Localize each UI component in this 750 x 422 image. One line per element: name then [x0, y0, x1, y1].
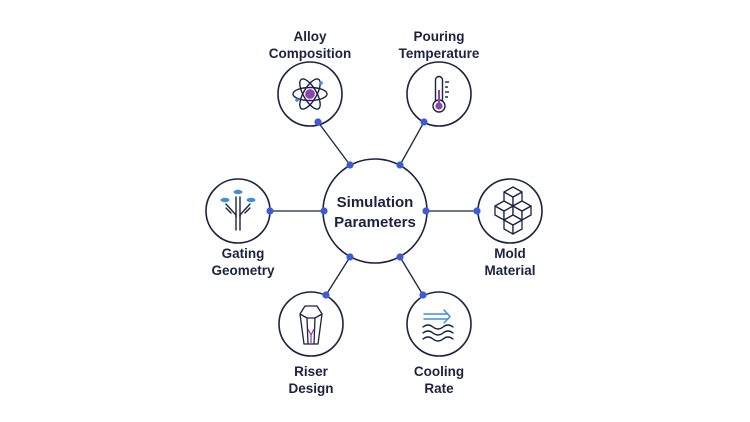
node-label-mold-material: Mold Material — [445, 245, 575, 279]
riser-icon — [299, 305, 323, 345]
node-label-line1: Riser — [294, 364, 328, 379]
dot-node-riser — [322, 291, 330, 299]
node-label-alloy-composition: Alloy Composition — [245, 28, 375, 62]
dot-hub-pouring — [396, 161, 404, 169]
node-label-line2: Design — [288, 381, 334, 396]
node-label-cooling-rate: Cooling Rate — [374, 363, 504, 397]
connector-pouring — [399, 121, 425, 166]
dot-hub-gating — [320, 207, 328, 215]
node-circle-gating — [205, 178, 271, 244]
node-label-riser-design: Riser Design — [246, 363, 376, 397]
dot-hub-alloy — [346, 161, 354, 169]
node-label-line2: Material — [484, 263, 536, 278]
node-circle-cooling — [406, 291, 472, 357]
dot-hub-riser — [346, 253, 354, 261]
dot-node-cooling — [419, 291, 427, 299]
dot-node-mold — [473, 207, 481, 215]
airflow-icon — [422, 309, 454, 342]
connector-dots — [266, 118, 481, 299]
node-label-gating-geometry: Gating Geometry — [178, 245, 308, 279]
node-label-line1: Mold — [494, 246, 526, 261]
node-label-line1: Pouring — [413, 29, 465, 44]
connector-riser — [325, 256, 351, 296]
center-label-line2: Parameters — [334, 214, 416, 231]
connector-alloy — [317, 121, 351, 166]
center-label: Simulation Parameters — [300, 193, 450, 233]
node-label-line2: Rate — [424, 381, 454, 396]
gating-icon — [220, 189, 256, 231]
dot-node-gating — [266, 207, 274, 215]
connector-cooling — [399, 256, 424, 296]
node-label-line1: Alloy — [293, 29, 327, 44]
node-label-line2: Composition — [268, 46, 352, 61]
node-label-line2: Geometry — [211, 263, 275, 278]
node-label-line1: Cooling — [413, 364, 465, 379]
node-label-line2: Temperature — [398, 46, 480, 61]
dot-hub-cooling — [396, 253, 404, 261]
dot-node-alloy — [314, 118, 322, 126]
center-label-line1: Simulation — [336, 194, 414, 211]
node-label-line1: Gating — [221, 246, 265, 261]
dot-hub-mold — [422, 207, 430, 215]
node-label-pouring-temperature: Pouring Temperature — [374, 28, 504, 62]
dot-node-pouring — [420, 118, 428, 126]
node-circle-riser — [278, 291, 344, 357]
thermometer-icon — [432, 75, 449, 113]
cubes-icon — [494, 186, 532, 235]
atom-icon — [292, 78, 328, 110]
